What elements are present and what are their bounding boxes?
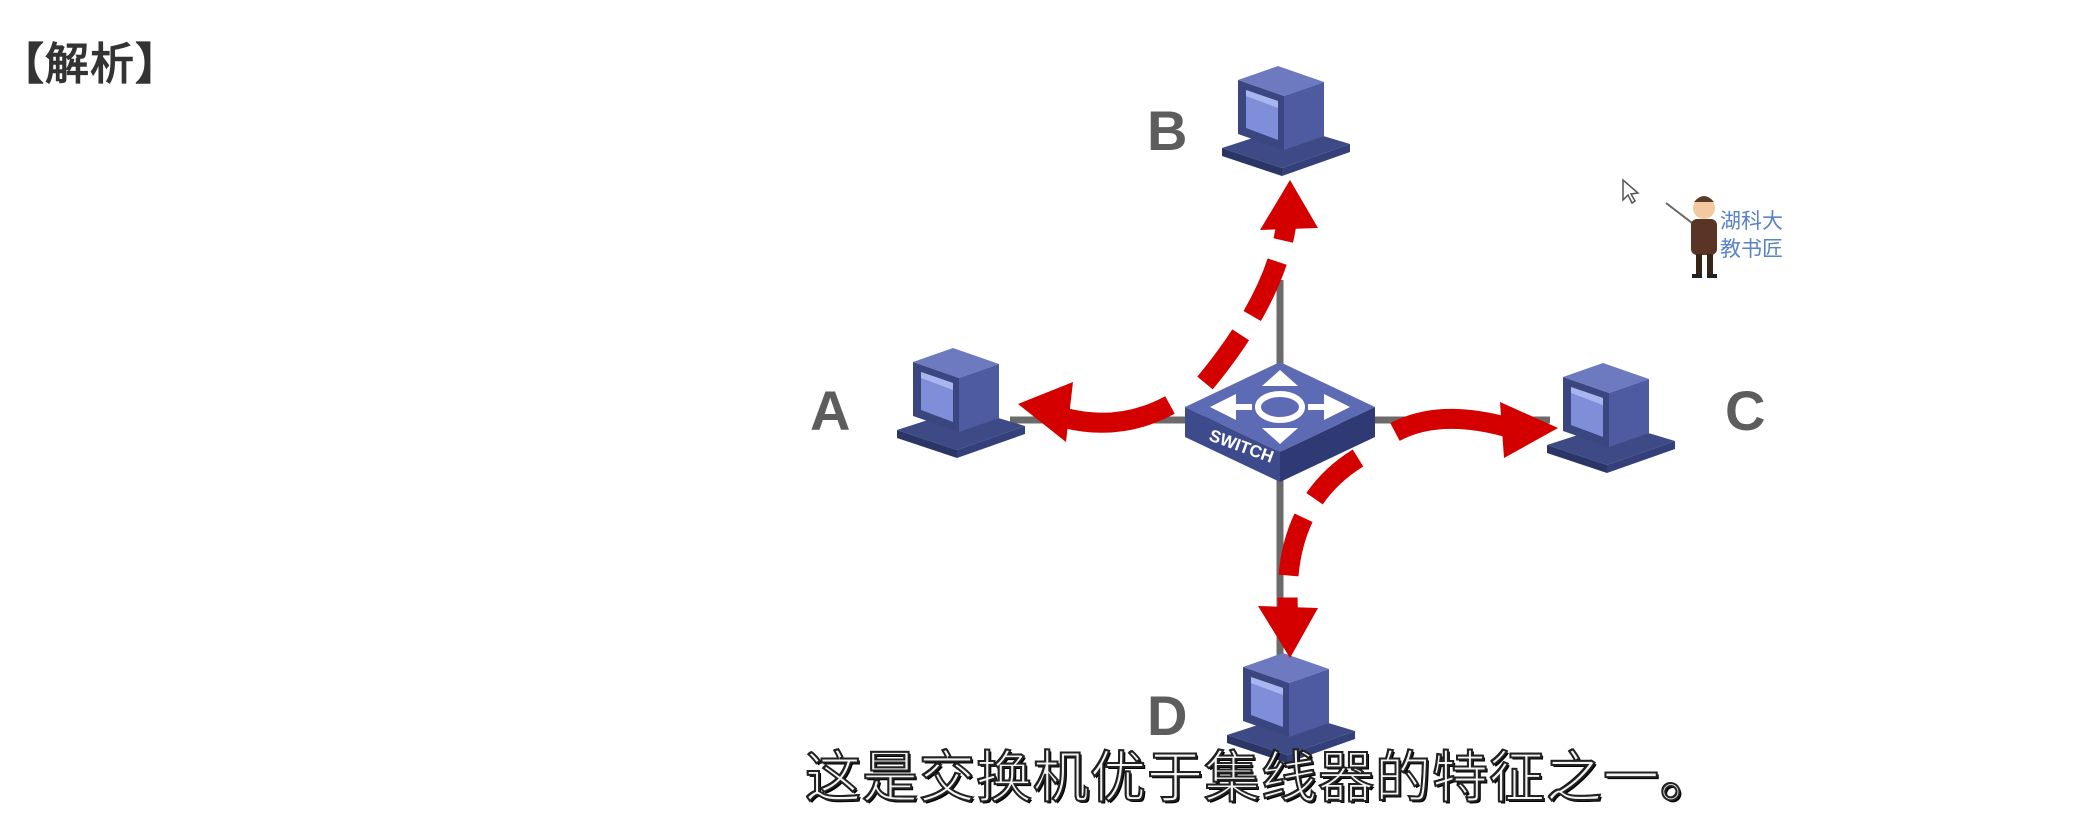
arrow-to-b — [1197, 209, 1298, 390]
arrowhead-a — [1018, 382, 1073, 442]
arrowhead-b — [1260, 180, 1318, 230]
arrow-to-d — [1277, 449, 1364, 613]
computer-c-icon — [1547, 363, 1675, 473]
arrow-to-c — [1390, 408, 1513, 441]
arrowheads — [1018, 180, 1558, 658]
computer-a-icon — [897, 348, 1025, 458]
arrow-to-a — [1062, 396, 1175, 433]
node-label-a: A — [810, 379, 850, 442]
arrowhead-c — [1500, 402, 1558, 458]
switch-icon: SWITCH — [1185, 362, 1375, 482]
node-label-d: D — [1147, 684, 1187, 747]
arrowhead-d — [1258, 606, 1318, 658]
logo-text-line1: 湖科大 — [1720, 209, 1783, 233]
forwarding-arrows — [1062, 209, 1513, 613]
logo-text-line2: 教书匠 — [1720, 237, 1783, 261]
cursor-icon — [1622, 178, 1640, 205]
computer-b-icon — [1222, 66, 1350, 176]
teacher-logo-icon — [1665, 196, 1717, 278]
video-subtitle: 这是交换机优于集线器的特征之一。 — [804, 745, 1717, 812]
section-title: 【解析】 — [0, 39, 180, 90]
node-label-b: B — [1147, 99, 1187, 162]
node-label-c: C — [1725, 379, 1765, 442]
